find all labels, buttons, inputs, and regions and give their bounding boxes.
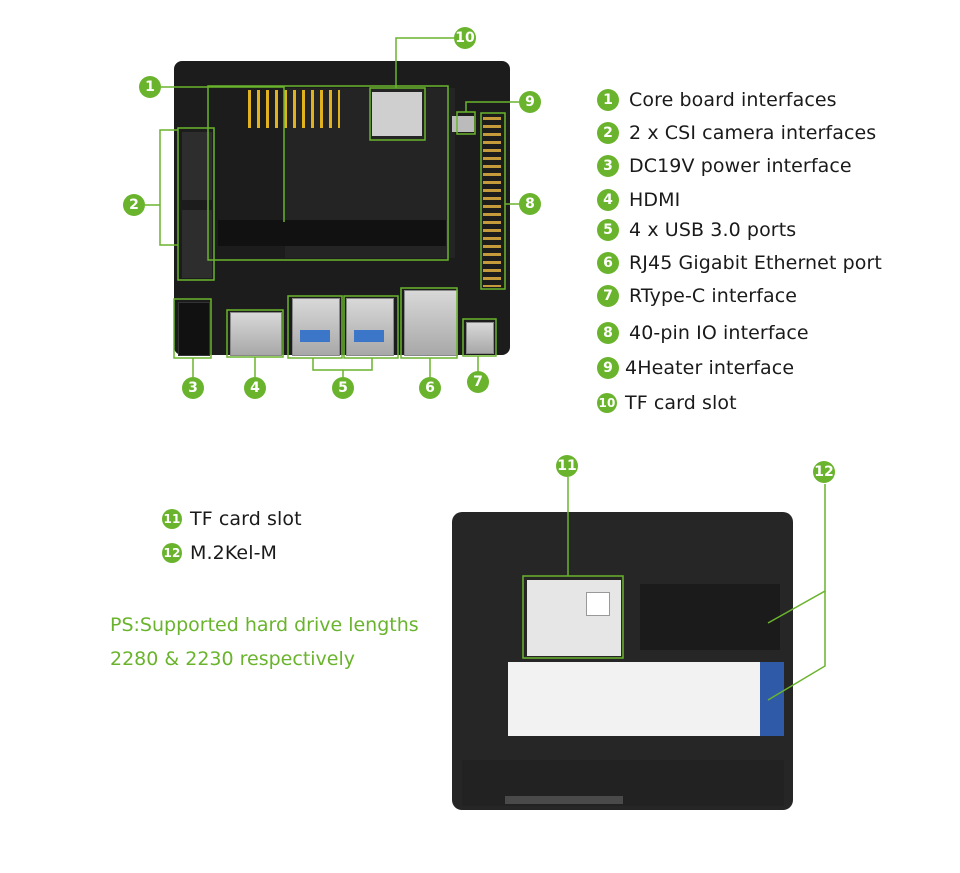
callout-9: 9 xyxy=(519,91,541,113)
legend-item: 2 2 x CSI camera interfaces xyxy=(597,122,876,144)
callout-12: 12 xyxy=(813,461,835,483)
legend-number: 6 xyxy=(597,252,619,274)
csi-connector-1 xyxy=(182,132,212,200)
callout-11: 11 xyxy=(556,455,578,477)
ps-note-line-2: 2280 & 2230 respectively xyxy=(110,648,356,670)
legend-label: TF card slot xyxy=(190,508,302,530)
tf-card-slot-image xyxy=(372,92,422,136)
hdmi-port xyxy=(230,312,282,356)
m2-slot-top xyxy=(218,220,446,246)
qr-code xyxy=(586,592,610,616)
callout-4: 4 xyxy=(244,377,266,399)
legend-item: 1 Core board interfaces xyxy=(597,89,837,111)
dc-jack xyxy=(178,302,210,356)
callout-3: 3 xyxy=(182,377,204,399)
legend-number: 10 xyxy=(597,393,617,413)
legend-item: 5 4 x USB 3.0 ports xyxy=(597,219,796,241)
legend-item: 9 4Heater interface xyxy=(597,357,794,379)
legend-item: 6 RJ45 Gigabit Ethernet port xyxy=(597,252,882,274)
legend-number: 12 xyxy=(162,543,182,563)
callout-5: 5 xyxy=(332,377,354,399)
legend-item: 4 HDMI xyxy=(597,189,680,211)
callout-2: 2 xyxy=(123,194,145,216)
legend-number: 4 xyxy=(597,189,619,211)
callout-6: 6 xyxy=(419,377,441,399)
ps-note-line-1: PS:Supported hard drive lengths xyxy=(110,614,419,636)
legend-label: 4Heater interface xyxy=(625,357,795,379)
legend-label: RJ45 Gigabit Ethernet port xyxy=(629,252,882,274)
legend-number: 7 xyxy=(597,285,619,307)
legend-item: 12 M.2Kel-M xyxy=(162,542,277,564)
usb-port-1 xyxy=(292,298,340,356)
rj45-port xyxy=(404,290,458,356)
callout-1: 1 xyxy=(139,76,161,98)
ssd-card xyxy=(508,662,784,736)
usb-port-2 xyxy=(346,298,394,356)
legend-number: 3 xyxy=(597,155,619,177)
csi-connector-2 xyxy=(182,210,212,278)
legend-number: 5 xyxy=(597,219,619,241)
legend-item: 3 DC19V power interface xyxy=(597,155,852,177)
legend-label: 2 x CSI camera interfaces xyxy=(629,122,877,144)
legend-number: 2 xyxy=(597,122,619,144)
usb-c-port xyxy=(466,322,494,354)
legend-label: M.2Kel-M xyxy=(190,542,278,564)
legend-label: TF card slot xyxy=(625,392,737,414)
usb-tongue-1 xyxy=(300,330,330,342)
legend-label: RType-C interface xyxy=(629,285,798,307)
legend-label: 40-pin IO interface xyxy=(629,322,809,344)
legend-label: 4 x USB 3.0 ports xyxy=(629,219,797,241)
legend-number: 11 xyxy=(162,509,182,529)
legend-label: Core board interfaces xyxy=(629,89,837,111)
vendor-datecode-bar xyxy=(505,796,623,804)
legend-number: 8 xyxy=(597,322,619,344)
legend-item: 11 TF card slot xyxy=(162,508,302,530)
legend-item: 10 TF card slot xyxy=(597,392,737,414)
callout-8: 8 xyxy=(519,193,541,215)
legend-label: DC19V power interface xyxy=(629,155,852,177)
legend-item: 8 40-pin IO interface xyxy=(597,322,809,344)
m2-2230-area xyxy=(640,584,780,650)
legend-label: HDMI xyxy=(629,189,681,211)
usb-tongue-2 xyxy=(354,330,384,342)
callout-10: 10 xyxy=(454,27,476,49)
legend-number: 9 xyxy=(597,357,619,379)
gpio-header xyxy=(483,117,501,287)
legend-number: 1 xyxy=(597,89,619,111)
callout-7: 7 xyxy=(467,371,489,393)
gold-pins xyxy=(248,90,340,128)
legend-item: 7 RType-C interface xyxy=(597,285,797,307)
